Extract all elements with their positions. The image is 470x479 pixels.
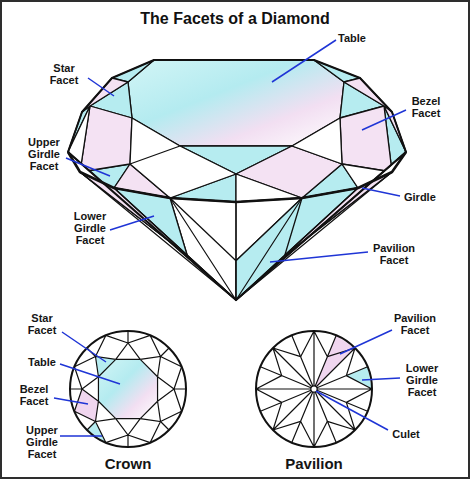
pavilion-wedge [292, 389, 328, 447]
facet-label: Star Facet [50, 62, 79, 86]
facet-label: Lower Girdle Facet [74, 210, 106, 246]
view-caption: Crown [105, 456, 152, 472]
facet-label: Bezel Facet [412, 95, 441, 119]
pavilion-wedge [301, 331, 337, 389]
pavilion-facets-white [68, 152, 406, 300]
table-facet [128, 60, 344, 146]
facet-label: Upper Girdle Facet [28, 136, 60, 172]
pavilion-top-view [256, 331, 372, 447]
view-caption: Pavilion [285, 456, 343, 472]
facet-label: Pavilion Facet [373, 242, 415, 266]
crown-facets-cyan [68, 60, 406, 202]
crown-wedge [70, 367, 98, 411]
crown-top-view [70, 331, 186, 447]
facet-label: Star Facet [28, 312, 57, 336]
diagram-title: The Facets of a Diamond [2, 10, 468, 28]
crown-circle-outline [70, 331, 186, 447]
facet-label: Table [28, 356, 56, 368]
crown-wedge [106, 419, 150, 447]
facet-label: Pavilion Facet [394, 312, 436, 336]
crown-outline [68, 60, 406, 152]
crown-body [68, 60, 406, 202]
pavilion-facets-cyan [80, 172, 358, 300]
girdle-line [68, 152, 406, 202]
pavilion-facets-pink [80, 152, 406, 300]
pavilion-outline [68, 152, 406, 300]
pavilion-wedge [305, 339, 371, 405]
crown-wedge [158, 367, 186, 411]
pavilion-circle [256, 331, 372, 447]
facet-label: Bezel Facet [20, 383, 49, 407]
pavilion-wedge [256, 367, 314, 403]
pavilion-circle-outline [256, 331, 372, 447]
facet-label: Girdle [404, 191, 436, 203]
crown-circle [70, 331, 186, 447]
facet-label: Upper Girdle Facet [26, 424, 58, 460]
leader-lines [54, 40, 406, 436]
facet-label: Lower Girdle Facet [406, 362, 438, 398]
facet-label: Table [338, 32, 366, 44]
facet-label: Culet [392, 428, 420, 440]
crown-wedge [106, 331, 150, 359]
